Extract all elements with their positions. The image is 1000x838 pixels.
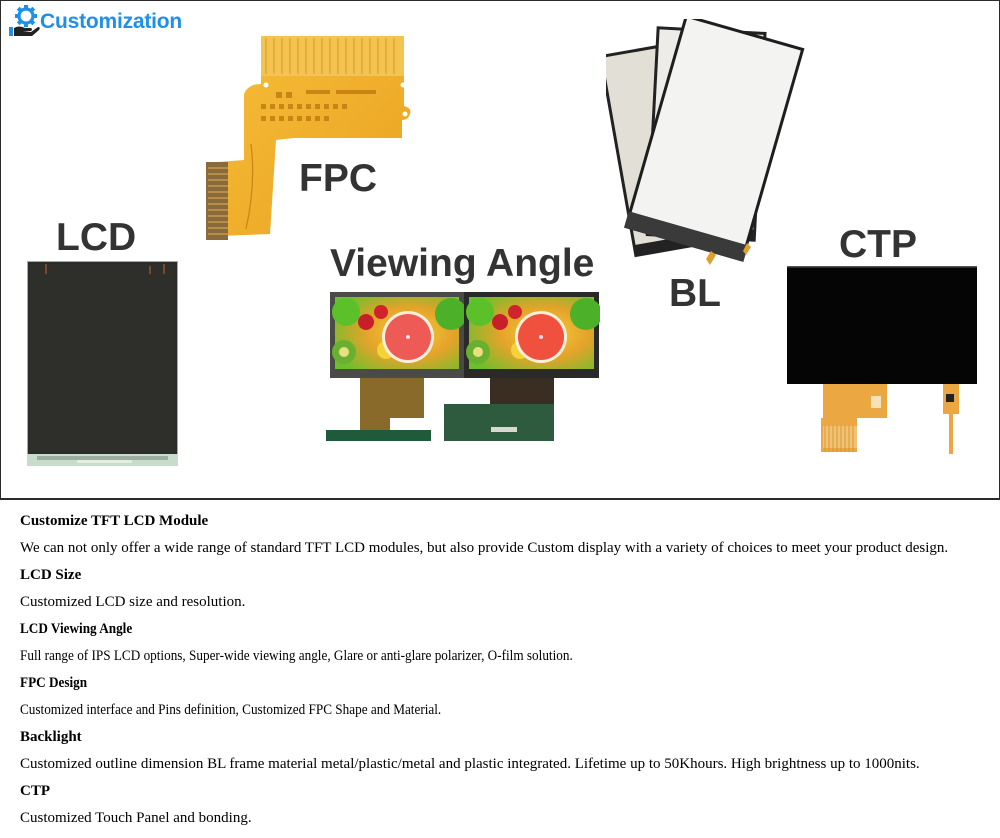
viewing-angle-label: Viewing Angle — [330, 242, 595, 285]
section-heading-customize: Customize TFT LCD Module — [20, 513, 209, 529]
bl-label: BL — [669, 272, 721, 315]
section-body-viewing-angle: Full range of IPS LCD options, Super-wid… — [20, 648, 573, 664]
ctp-image — [787, 266, 977, 456]
customization-banner: Customization — [0, 0, 1000, 500]
lcd-label: LCD — [56, 216, 137, 259]
viewing-angle-image — [326, 292, 602, 441]
backlight-image — [599, 14, 806, 274]
section-body-lcd-size: Customized LCD size and resolution. — [20, 594, 246, 610]
section-body-customize: We can not only offer a wide range of st… — [20, 540, 949, 556]
section-heading-viewing-angle: LCD Viewing Angle — [20, 621, 133, 637]
gear-hand-icon — [7, 5, 41, 39]
section-heading-backlight: Backlight — [20, 729, 82, 745]
brand-header: Customization — [7, 5, 182, 39]
section-heading-fpc: FPC Design — [20, 675, 88, 691]
brand-title: Customization — [40, 10, 183, 33]
fpc-image — [206, 34, 411, 244]
section-heading-ctp: CTP — [20, 783, 50, 799]
section-heading-lcd-size: LCD Size — [20, 567, 82, 583]
content-section: Customize TFT LCD Module We can not only… — [20, 508, 995, 832]
section-body-fpc: Customized interface and Pins definition… — [20, 702, 442, 718]
fpc-label: FPC — [299, 157, 377, 200]
ctp-label: CTP — [839, 223, 917, 266]
section-body-ctp: Customized Touch Panel and bonding. — [20, 810, 252, 826]
section-body-backlight: Customized outline dimension BL frame ma… — [20, 756, 920, 772]
lcd-image — [27, 261, 178, 466]
